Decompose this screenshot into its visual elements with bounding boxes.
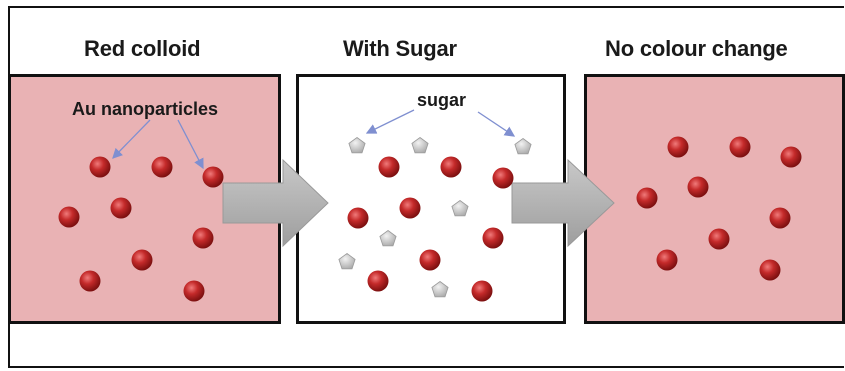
au-nanoparticle	[183, 280, 205, 302]
au-nanoparticle	[79, 270, 101, 292]
label-sugar: sugar	[417, 90, 467, 110]
panel-no-colour-change	[584, 74, 845, 324]
au-nanoparticle	[378, 156, 400, 178]
au-nanoparticle	[759, 259, 781, 281]
label-au-nanoparticles: Au nanoparticles	[72, 99, 219, 119]
au-nanoparticle	[708, 228, 730, 250]
au-nanoparticle	[482, 227, 504, 249]
pointer-line-2b	[477, 111, 516, 137]
panel-title-no-colour-change: No colour change	[605, 36, 788, 61]
au-nanoparticle	[667, 136, 689, 158]
au-nanoparticle	[192, 227, 214, 249]
sugar-molecule	[431, 281, 449, 298]
au-nanoparticle	[58, 206, 80, 228]
au-nanoparticle	[636, 187, 658, 209]
au-nanoparticle	[471, 280, 493, 302]
au-nanoparticle	[347, 207, 369, 229]
sugar-molecule	[348, 137, 366, 154]
process-arrow-2	[511, 158, 615, 248]
au-nanoparticle	[492, 167, 514, 189]
au-nanoparticle	[151, 156, 173, 178]
au-nanoparticle	[780, 146, 802, 168]
sugar-molecule	[411, 137, 429, 154]
au-nanoparticle	[131, 249, 153, 271]
panel-title-with-sugar: With Sugar	[343, 36, 457, 61]
au-nanoparticle	[367, 270, 389, 292]
sugar-molecule	[338, 253, 356, 270]
sugar-molecule	[451, 200, 469, 217]
au-nanoparticle	[110, 197, 132, 219]
au-nanoparticle	[419, 249, 441, 271]
au-nanoparticle	[769, 207, 791, 229]
au-nanoparticle	[202, 166, 224, 188]
pointer-line-2a	[365, 109, 415, 134]
au-nanoparticle	[656, 249, 678, 271]
au-nanoparticle	[440, 156, 462, 178]
pointer-line-1a	[112, 119, 151, 159]
sugar-molecule	[514, 138, 532, 155]
au-nanoparticle	[687, 176, 709, 198]
pointer-line-1b	[177, 119, 204, 170]
panel-title-red-colloid: Red colloid	[84, 36, 201, 61]
process-arrow-1	[222, 158, 329, 248]
au-nanoparticle	[399, 197, 421, 219]
au-nanoparticle	[89, 156, 111, 178]
sugar-molecule	[379, 230, 397, 247]
au-nanoparticle	[729, 136, 751, 158]
